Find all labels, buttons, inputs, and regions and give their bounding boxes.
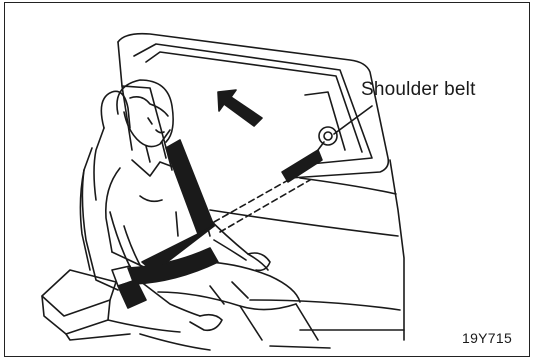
shoulder-belt-label: Shoulder belt: [361, 79, 476, 101]
floor: [140, 334, 330, 350]
direction-arrow: [218, 90, 262, 126]
figure-code: 19Y715: [462, 330, 512, 346]
shoulder-belt: [112, 106, 372, 308]
